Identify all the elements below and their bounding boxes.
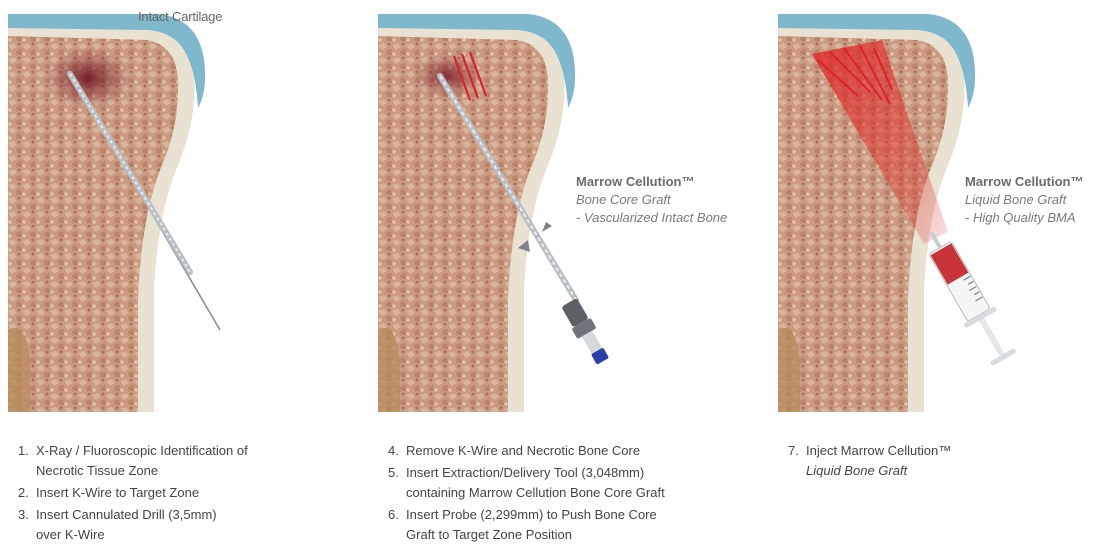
step-text: Remove K-Wire and Necrotic Bone Core: [406, 441, 665, 461]
step-text-cont: over K-Wire: [36, 525, 248, 545]
callout-detail: - Vascularized Intact Bone: [576, 209, 727, 227]
step-number: 7.: [788, 441, 799, 461]
step-number: 3.: [18, 505, 29, 525]
step-text-cont: containing Marrow Cellution Bone Core Gr…: [406, 483, 665, 503]
callout-subtitle: Bone Core Graft: [576, 191, 727, 209]
step-item: 3. Insert Cannulated Drill (3,5mm) over …: [18, 505, 248, 545]
callout-title: Marrow Cellution™: [965, 173, 1083, 191]
steps-list-3: 7. Inject Marrow Cellution™ Liquid Bone …: [788, 441, 951, 481]
intact-cartilage-label: Intact Cartilage: [138, 9, 222, 24]
step-text-cont: Graft to Target Zone Position: [406, 525, 665, 545]
step-item: 2. Insert K-Wire to Target Zone: [18, 483, 248, 503]
step-item: 6. Insert Probe (2,299mm) to Push Bone C…: [388, 505, 665, 545]
step-text: Insert Cannulated Drill (3,5mm): [36, 505, 248, 525]
step-text: X-Ray / Fluoroscopic Identification of: [36, 441, 248, 461]
step-text-cont: Necrotic Tissue Zone: [36, 461, 248, 481]
step-item: 4. Remove K-Wire and Necrotic Bone Core: [388, 441, 665, 461]
step-text: Insert Probe (2,299mm) to Push Bone Core: [406, 505, 665, 525]
callout-detail: - High Quality BMA: [965, 209, 1083, 227]
step-text: Insert Extraction/Delivery Tool (3,048mm…: [406, 463, 665, 483]
steps-list-2: 4. Remove K-Wire and Necrotic Bone Core …: [388, 441, 665, 545]
syringe: [915, 223, 1018, 368]
step-text-cont: Liquid Bone Graft: [806, 461, 951, 481]
step-item: 1. X-Ray / Fluoroscopic Identification o…: [18, 441, 248, 481]
step-text: Inject Marrow Cellution™: [806, 441, 951, 461]
bone-core-graft-callout: Marrow Cellution™ Bone Core Graft - Vasc…: [576, 173, 727, 227]
step-item: 5. Insert Extraction/Delivery Tool (3,04…: [388, 463, 665, 503]
step-number: 2.: [18, 483, 29, 503]
step-number: 4.: [388, 441, 399, 461]
step-item: 7. Inject Marrow Cellution™ Liquid Bone …: [788, 441, 951, 481]
liquid-bone-graft-callout: Marrow Cellution™ Liquid Bone Graft - Hi…: [965, 173, 1083, 227]
step-number: 6.: [388, 505, 399, 525]
delivery-tool-hub: [559, 297, 612, 367]
callout-subtitle: Liquid Bone Graft: [965, 191, 1083, 209]
steps-list-1: 1. X-Ray / Fluoroscopic Identification o…: [18, 441, 248, 545]
step-number: 1.: [18, 441, 29, 461]
step-text: Insert K-Wire to Target Zone: [36, 483, 248, 503]
callout-title: Marrow Cellution™: [576, 173, 727, 191]
step-number: 5.: [388, 463, 399, 483]
panel-step-1: [8, 0, 248, 420]
bone-illustration-1: [8, 0, 248, 420]
